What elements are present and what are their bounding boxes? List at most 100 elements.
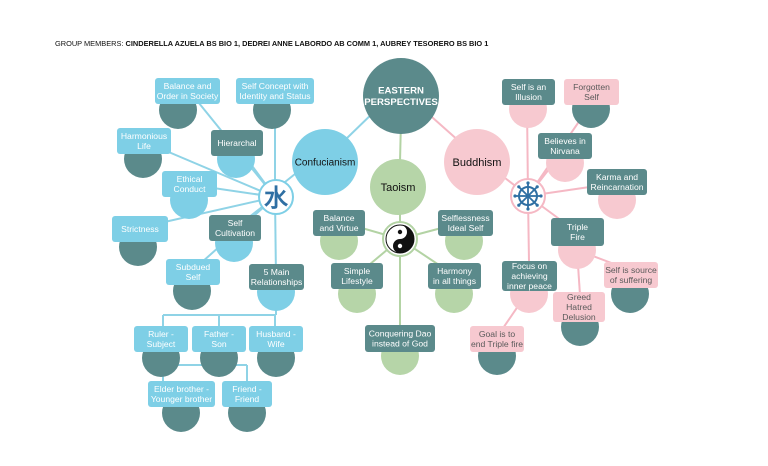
node-focus-label-2: achieving <box>511 271 548 281</box>
node-triple-fire-label-2: Fire <box>570 232 585 242</box>
branch-taoism-circle <box>370 159 426 215</box>
node-ethical-label-2: Conduct <box>173 184 206 194</box>
node-balance-virtue-label-2: and Virtue <box>319 223 358 233</box>
node-ruler[interactable]: Ruler -Subject <box>134 326 188 377</box>
node-triple-fire-box <box>551 218 604 246</box>
branch-buddhism[interactable]: Buddhism <box>444 129 510 195</box>
node-self-cultivation-label-2: Cultivation <box>215 228 255 238</box>
node-selflessness-box <box>438 210 493 236</box>
node-father[interactable]: Father -Son <box>192 326 246 377</box>
root-node-circle <box>363 58 439 134</box>
node-forgotten-label-1: Forgotten <box>573 82 610 92</box>
node-ethical-box <box>162 171 217 197</box>
node-harmony-label-2: in all things <box>433 276 476 286</box>
node-elder[interactable]: Elder brother -Younger brother <box>148 381 215 432</box>
node-relationships-label-1: 5 Main <box>264 267 290 277</box>
node-friend[interactable]: Friend -Friend <box>222 381 272 432</box>
node-goal-label-2: end Triple fire <box>471 339 523 349</box>
node-focus-label-3: inner peace <box>507 281 552 291</box>
node-illusion-label-2: Illusion <box>515 92 542 102</box>
branch-buddhism-circle <box>444 129 510 195</box>
node-goal-label-1: Goal is to <box>479 329 516 339</box>
node-self-cultivation-box <box>209 215 261 241</box>
node-strictness[interactable]: Strictness <box>112 216 168 266</box>
node-friend-label-2: Friend <box>235 394 260 404</box>
header-prefix: GROUP MEMBERS: <box>55 39 126 48</box>
root-node-label-1: EASTERN <box>378 86 424 97</box>
node-focus-box <box>502 261 557 291</box>
water-kanji-glyph: 水 <box>264 184 289 212</box>
branch-taoism-label: Taoism <box>381 182 416 194</box>
node-conquering-box <box>365 325 435 352</box>
node-selflessness-label-2: Ideal Self <box>448 223 484 233</box>
node-greed-label-3: Delusion <box>562 312 596 322</box>
node-harmonious-box <box>117 128 171 154</box>
branch-confucianism-label: Confucianism <box>295 158 356 169</box>
node-source-label-1: Self is source <box>605 265 657 275</box>
node-elder-box <box>148 381 215 407</box>
node-simple-label-2: Lifestyle <box>341 276 373 286</box>
yin-yang-icon <box>382 221 418 257</box>
node-father-label-1: Father - <box>204 329 234 339</box>
dharma-wheel-icon <box>510 178 546 214</box>
node-illusion-label-1: Self is an <box>511 82 547 92</box>
node-elder-label-2: Younger brother <box>151 394 212 404</box>
node-self-concept-label-2: Identity and Status <box>239 91 310 101</box>
node-elder-label-1: Elder brother - <box>154 384 209 394</box>
node-illusion-box <box>502 79 555 105</box>
node-hierarchal-box <box>211 130 263 156</box>
node-husband[interactable]: Husband -Wife <box>249 326 303 377</box>
node-balance-box <box>155 78 220 104</box>
node-father-box <box>192 326 246 352</box>
node-ruler-box <box>134 326 188 352</box>
node-forgotten-box <box>564 79 619 105</box>
node-father-label-2: Son <box>211 339 227 349</box>
node-balance-virtue-box <box>313 210 365 236</box>
node-relationships-box <box>249 264 304 290</box>
branch-taoism[interactable]: Taoism <box>370 159 426 215</box>
root-node-label-2: PERSPECTIVES <box>364 97 438 108</box>
node-subdued-box <box>166 259 220 285</box>
node-karma-label-2: Reincarnation <box>590 182 643 192</box>
node-ruler-label-2: Subject <box>147 339 176 349</box>
node-ruler-label-1: Ruler - <box>148 329 174 339</box>
node-harmonious-label-2: Life <box>137 141 151 151</box>
node-nirvana-label-1: Believes in <box>544 136 586 146</box>
node-strictness-label-1: Strictness <box>121 224 159 234</box>
node-source-box <box>604 262 658 288</box>
node-hierarchal[interactable]: Hierarchal <box>211 130 263 178</box>
node-harmony-label-1: Harmony <box>437 266 473 276</box>
node-friend-box <box>222 381 272 407</box>
node-hierarchal-label-1: Hierarchal <box>217 138 256 148</box>
node-harmonious-label-1: Harmonious <box>121 131 167 141</box>
node-forgotten-label-2: Self <box>584 92 599 102</box>
branch-confucianism-circle <box>292 129 358 195</box>
node-self-concept-label-1: Self Concept with <box>242 81 309 91</box>
node-goal-box <box>470 326 524 352</box>
branch-confucianism[interactable]: Confucianism <box>292 129 358 195</box>
node-conquering-label-2: instead of God <box>372 339 428 349</box>
